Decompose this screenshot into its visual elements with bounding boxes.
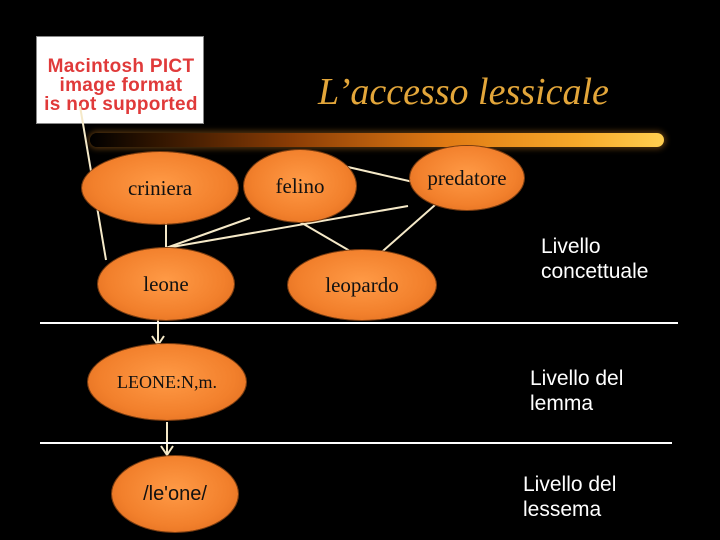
title-underline-bar (90, 133, 664, 147)
node-leopardo: leopardo (288, 250, 436, 320)
level-lemma-line-2: lemma (530, 392, 594, 415)
node-criniera: criniera (82, 152, 238, 224)
node-criniera-label: criniera (127, 175, 193, 200)
level-lessema-line-2: lessema (523, 498, 602, 521)
node-predatore-label: predatore (427, 165, 507, 190)
node-felino-label: felino (275, 173, 325, 198)
level-lemma: Livello del lemma (530, 366, 623, 416)
connector-predatore-leopardo (374, 204, 436, 259)
pict-line-1: Macintosh PICT (47, 56, 195, 77)
level-lemma-line-1: Livello del (530, 367, 624, 390)
connector-leone-felino (165, 217, 251, 249)
connector-leone-predatore (165, 205, 409, 249)
arrowhead-lessema (160, 445, 174, 457)
level-lessema-line-1: Livello del (523, 473, 617, 496)
node-felino: felino (244, 150, 356, 222)
level-lessema: Livello del lessema (523, 472, 616, 522)
pict-line-3: is not supported (44, 94, 198, 115)
level-concettuale-line-2: concettuale (541, 260, 649, 283)
level-concettuale-line-1: Livello (541, 235, 601, 258)
pict-message: Macintosh PICT image format is not suppo… (37, 57, 205, 114)
unsupported-image-placeholder: Macintosh PICT image format is not suppo… (36, 36, 204, 124)
pict-line-2: image format (59, 75, 183, 96)
level-concettuale: Livello concettuale (541, 234, 648, 284)
slide-title: L’accesso lessicale (318, 71, 609, 113)
node-leone: leone (98, 248, 234, 320)
node-lemma-label: LEONE:N,m. (117, 371, 217, 392)
node-leone-label: leone (143, 271, 189, 296)
node-lemma: LEONE:N,m. (88, 344, 246, 420)
node-lessema-label: /le'one/ (143, 482, 207, 505)
node-lessema: /le'one/ (112, 456, 238, 532)
node-predatore: predatore (410, 146, 524, 210)
node-leopardo-label: leopardo (325, 272, 399, 297)
